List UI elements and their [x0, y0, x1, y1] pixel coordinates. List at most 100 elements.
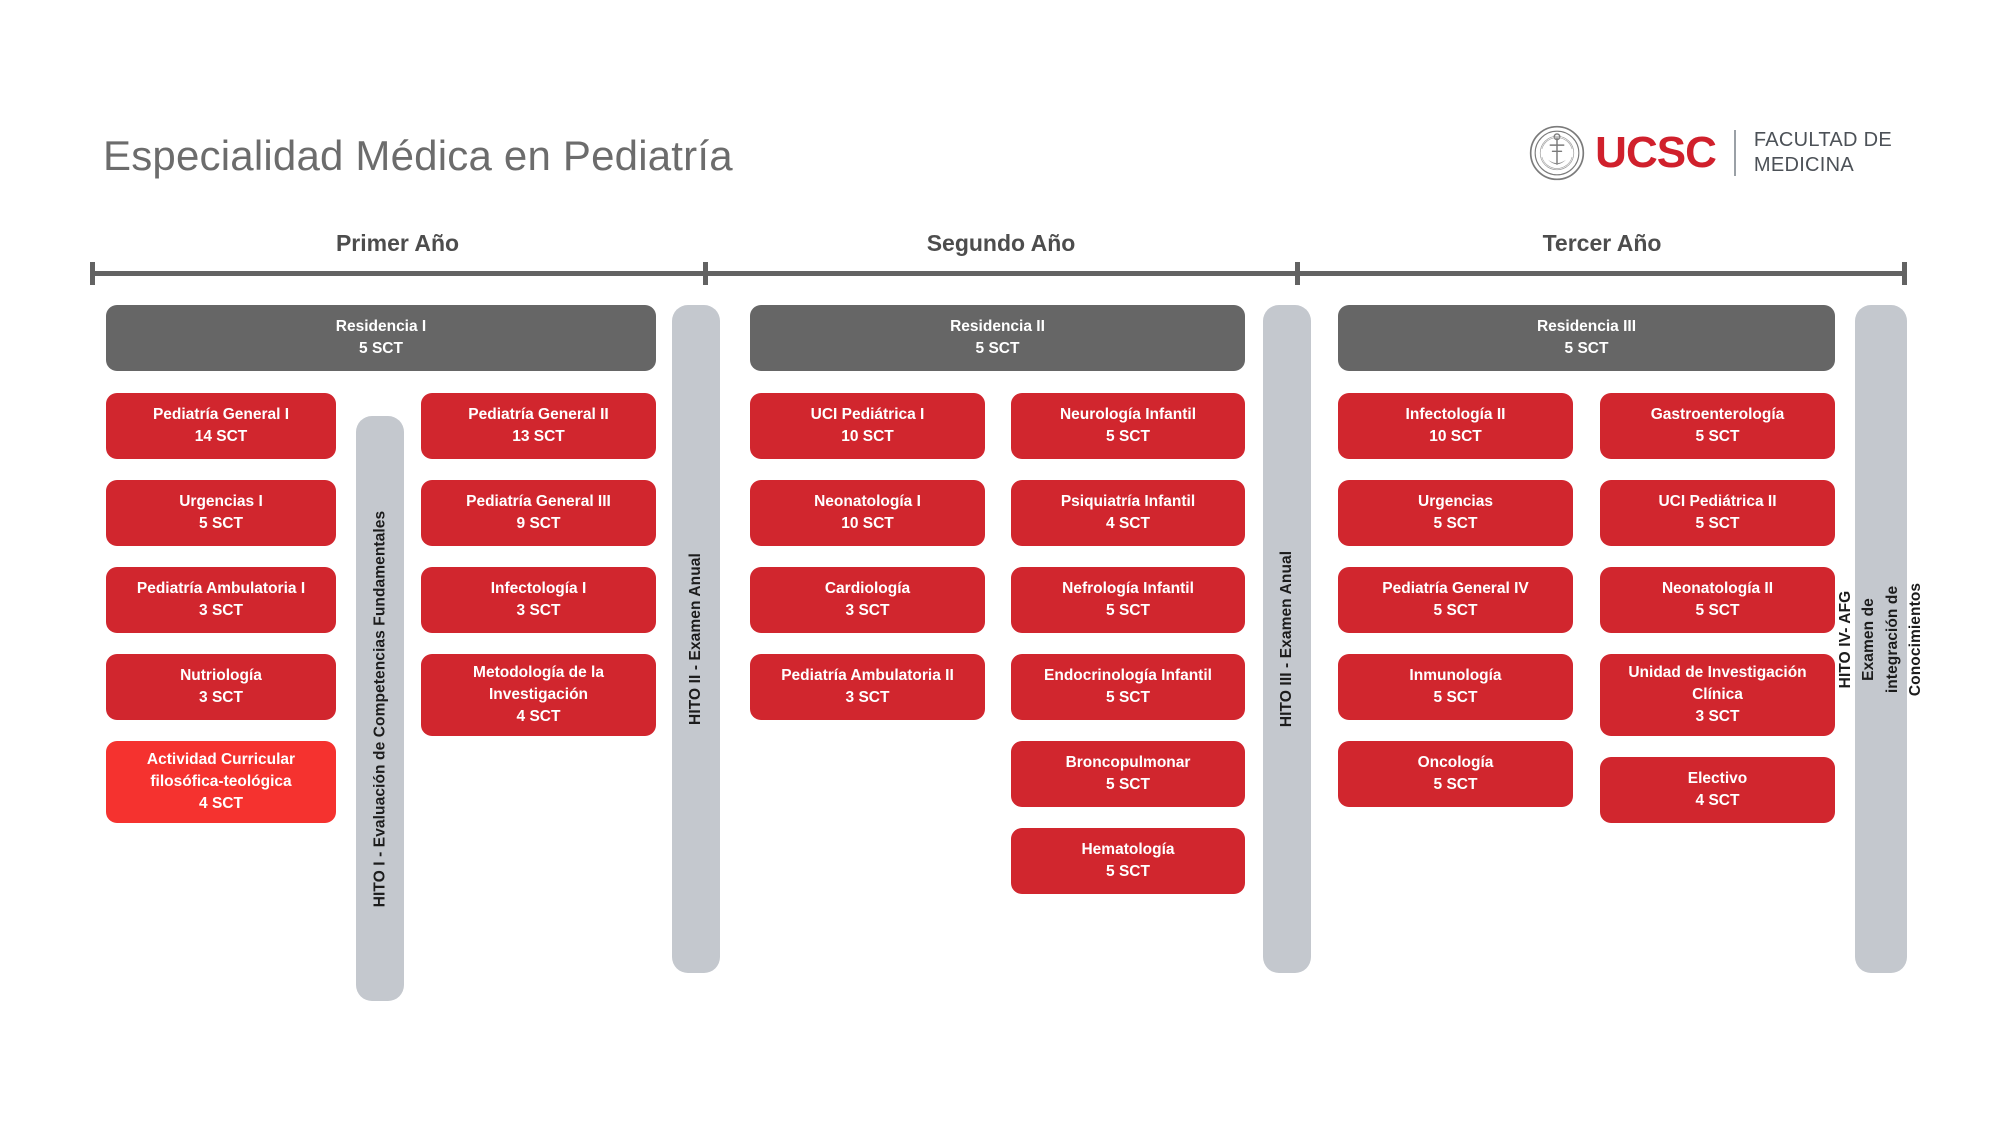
course-name: Cardiología [824, 580, 911, 597]
residencia-box-1[interactable]: Residencia I 5 SCT [106, 305, 656, 371]
course-sct: 3 SCT [199, 689, 243, 706]
course-name: Infectología II [1405, 406, 1506, 423]
course-name: Actividad Curricular filosófica-teológic… [146, 751, 296, 790]
residencia-box-2[interactable]: Residencia II 5 SCT [750, 305, 1245, 371]
residencia-sct: 5 SCT [1564, 340, 1609, 357]
course-name: Neonatología I [814, 493, 921, 510]
course-card[interactable]: Pediatría Ambulatoria I 3 SCT [106, 567, 336, 633]
course-name: Endocrinología Infantil [1044, 667, 1212, 684]
course-card[interactable]: Unidad de Investigación Clínica 3 SCT [1600, 654, 1835, 736]
course-card[interactable]: Pediatría General III 9 SCT [421, 480, 656, 546]
course-sct: 5 SCT [1695, 602, 1740, 619]
course-sct: 5 SCT [1106, 689, 1150, 706]
hito-bar-4[interactable]: HITO IV- AFG Examen de integración de Co… [1838, 305, 1924, 973]
course-name: Electivo [1687, 770, 1748, 787]
course-card-highlight[interactable]: Actividad Curricular filosófica-teológic… [106, 741, 336, 823]
course-sct: 10 SCT [841, 428, 894, 445]
course-card[interactable]: Broncopulmonar 5 SCT [1011, 741, 1245, 807]
course-name: Pediatría Ambulatoria I [136, 580, 306, 597]
course-card[interactable]: Oncología 5 SCT [1338, 741, 1573, 807]
course-card[interactable]: Infectología I 3 SCT [421, 567, 656, 633]
course-card[interactable]: Hematología 5 SCT [1011, 828, 1245, 894]
course-name: Gastroenterología [1650, 406, 1785, 423]
course-sct: 5 SCT [1106, 428, 1150, 445]
hito-label-line1: HITO IV- AFG [1837, 590, 1855, 688]
course-sct: 4 SCT [516, 708, 561, 725]
course-name: Urgencias [1418, 493, 1493, 510]
course-sct: 13 SCT [512, 428, 565, 445]
logo-divider [1733, 130, 1736, 176]
course-name: Unidad de Investigación Clínica [1628, 664, 1807, 703]
residencia-name: Residencia II [950, 318, 1045, 335]
course-name: Pediatría General IV [1382, 580, 1529, 597]
course-sct: 3 SCT [516, 602, 561, 619]
hito-bar-2[interactable]: HITO II - Examen Anual [672, 305, 720, 973]
year-3-subcolumns: Infectología II 10 SCT Urgencias 5 SCT P… [1338, 393, 1835, 823]
course-card[interactable]: Endocrinología Infantil 5 SCT [1011, 654, 1245, 720]
logo-faculty-line1: FACULTAD DE [1753, 129, 1892, 151]
course-sct: 3 SCT [199, 602, 243, 619]
course-name: Pediatría General III [466, 493, 611, 510]
course-card[interactable]: Gastroenterología 5 SCT [1600, 393, 1835, 459]
course-sct: 5 SCT [1433, 602, 1478, 619]
course-card[interactable]: Metodología de la Investigación 4 SCT [421, 654, 656, 736]
course-sct: 3 SCT [1695, 708, 1740, 725]
course-card[interactable]: Pediatría Ambulatoria II 3 SCT [750, 654, 985, 720]
course-name: Inmunología [1409, 667, 1502, 684]
course-sct: 5 SCT [1695, 515, 1740, 532]
curriculum-board: Residencia I 5 SCT Pediatría General I 1… [0, 305, 2000, 1065]
hito-label-line2: Examen de integración de Conocimientos [1860, 582, 1925, 696]
year-1-column-b: Pediatría General II 13 SCT Pediatría Ge… [421, 393, 656, 823]
course-name: Broncopulmonar [1065, 754, 1191, 771]
course-sct: 5 SCT [1695, 428, 1740, 445]
course-card[interactable]: Electivo 4 SCT [1600, 757, 1835, 823]
course-sct: 10 SCT [841, 515, 894, 532]
course-card[interactable]: Pediatría General I 14 SCT [106, 393, 336, 459]
year-label-segundo: Segundo Año [926, 230, 1076, 256]
course-name: Neurología Infantil [1059, 406, 1197, 423]
timeline-axis-line [90, 271, 1907, 276]
course-card[interactable]: Psiquiatría Infantil 4 SCT [1011, 480, 1245, 546]
course-card[interactable]: Pediatría General II 13 SCT [421, 393, 656, 459]
year-label-tercer: Tercer Año [1542, 230, 1662, 256]
course-sct: 4 SCT [1106, 515, 1150, 532]
axis-tick-start [90, 262, 95, 285]
course-card[interactable]: Cardiología 3 SCT [750, 567, 985, 633]
course-card[interactable]: Neonatología II 5 SCT [1600, 567, 1835, 633]
year-1-column-a: Pediatría General I 14 SCT Urgencias I 5… [106, 393, 336, 823]
course-sct: 3 SCT [845, 602, 890, 619]
course-card[interactable]: Nutriología 3 SCT [106, 654, 336, 720]
residencia-box-3[interactable]: Residencia III 5 SCT [1338, 305, 1835, 371]
course-sct: 4 SCT [199, 795, 243, 812]
course-name: Nefrología Infantil [1062, 580, 1194, 597]
course-sct: 14 SCT [194, 428, 248, 445]
residencia-sct: 5 SCT [975, 340, 1020, 357]
course-name: Pediatría General I [152, 406, 290, 423]
course-card[interactable]: Inmunología 5 SCT [1338, 654, 1573, 720]
hito-label: HITO III - Examen Anual [1278, 550, 1295, 728]
axis-tick-year1-end [703, 262, 708, 285]
residencia-sct: 5 SCT [359, 340, 403, 357]
course-card[interactable]: Infectología II 10 SCT [1338, 393, 1573, 459]
hito-bar-1[interactable]: HITO I - Evaluación de Competencias Fund… [356, 416, 404, 1001]
course-card[interactable]: UCI Pediátrica I 10 SCT [750, 393, 985, 459]
residencia-name: Residencia I [335, 318, 427, 335]
logo-faculty-text: FACULTAD DE MEDICINA [1754, 128, 1892, 178]
course-name: Nutriología [180, 667, 262, 684]
year-3-column-b: Gastroenterología 5 SCT UCI Pediátrica I… [1600, 393, 1835, 823]
course-sct: 4 SCT [1695, 792, 1740, 809]
course-card[interactable]: Neonatología I 10 SCT [750, 480, 985, 546]
year-timeline: Primer Año Segundo Año Tercer Año [0, 230, 2000, 290]
course-name: Pediatría Ambulatoria II [781, 667, 954, 684]
course-card[interactable]: Urgencias I 5 SCT [106, 480, 336, 546]
year-2-column-b: Neurología Infantil 5 SCT Psiquiatría In… [1011, 393, 1245, 894]
course-sct: 9 SCT [516, 515, 561, 532]
course-card[interactable]: Pediatría General IV 5 SCT [1338, 567, 1573, 633]
course-name: Infectología I [490, 580, 587, 597]
year-2-column-a: UCI Pediátrica I 10 SCT Neonatología I 1… [750, 393, 985, 894]
course-card[interactable]: Nefrología Infantil 5 SCT [1011, 567, 1245, 633]
course-card[interactable]: Urgencias 5 SCT [1338, 480, 1573, 546]
course-card[interactable]: UCI Pediátrica II 5 SCT [1600, 480, 1835, 546]
hito-bar-3[interactable]: HITO III - Examen Anual [1263, 305, 1311, 973]
course-card[interactable]: Neurología Infantil 5 SCT [1011, 393, 1245, 459]
